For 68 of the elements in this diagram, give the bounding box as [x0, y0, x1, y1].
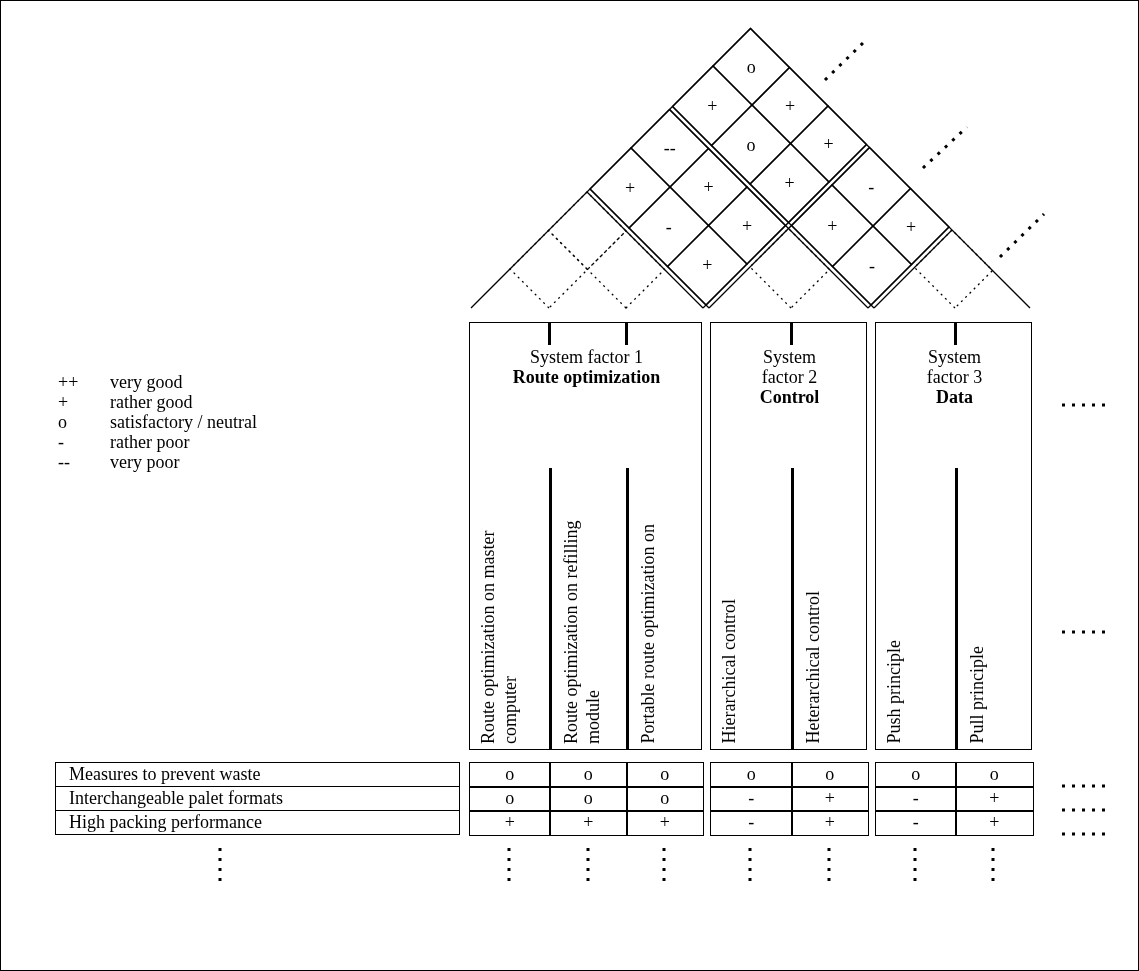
rating-cell: o	[549, 762, 628, 788]
correlation-symbol: o	[745, 133, 757, 157]
rating-cell: o	[469, 786, 551, 812]
rating-cell: +	[955, 786, 1034, 812]
requirement-row	[55, 810, 460, 835]
requirement-text: Measures to prevent waste	[69, 764, 261, 784]
correlation-symbol: -	[868, 254, 876, 278]
legend-text: rather poor	[110, 432, 190, 453]
rating-cell: -	[710, 786, 793, 812]
requirement-text: High packing performance	[69, 812, 262, 832]
legend-symbol: --	[58, 452, 70, 473]
rating-cell: +	[469, 810, 551, 836]
correlation-symbol: +	[783, 94, 797, 118]
correlation-symbol: --	[662, 137, 677, 161]
legend-text: very poor	[110, 452, 180, 473]
factor-column-box	[710, 322, 867, 750]
factor-number-text: System factor 3	[925, 347, 984, 387]
rating-cell: o	[875, 762, 957, 788]
correlation-symbol: +	[623, 177, 637, 200]
legend-text: rather good	[110, 392, 193, 413]
correlation-symbol: +	[706, 94, 719, 118]
legend-text: satisfactory / neutral	[110, 412, 257, 433]
rating-cell: o	[469, 762, 551, 788]
rating-cell: o	[549, 786, 628, 812]
legend-text: very good	[110, 372, 183, 393]
legend-symbol: +	[58, 392, 69, 413]
column-label: Portable route optimization on	[636, 524, 659, 744]
factor-number-text: System factor 2	[760, 347, 819, 387]
rating-cell: o	[791, 762, 869, 788]
factor-title: Route optimization	[511, 367, 662, 387]
correlation-symbol: +	[702, 176, 715, 199]
correlation-symbol: +	[740, 214, 754, 238]
rating-cell: -	[710, 810, 793, 836]
column-label: Hierarchical control	[717, 599, 740, 744]
rating-cell: -	[875, 786, 957, 812]
legend-symbol: ++	[58, 372, 79, 393]
legend-symbol: o	[58, 412, 67, 433]
rating-cell: +	[549, 810, 628, 836]
rating-cell: o	[710, 762, 793, 788]
rating-cell: o	[626, 762, 704, 788]
correlation-symbol: o	[745, 55, 757, 79]
correlation-symbol: +	[822, 133, 835, 156]
factor-column-box	[875, 322, 1032, 750]
column-label: Pull principle	[965, 646, 988, 744]
rating-cell: +	[955, 810, 1034, 836]
correlation-symbol: -	[664, 215, 673, 239]
factor-number-text: System factor 1	[529, 347, 644, 367]
requirement-row	[55, 762, 460, 787]
legend-symbol: -	[58, 432, 64, 453]
rating-cell: +	[626, 810, 704, 836]
correlation-symbol: +	[701, 254, 714, 278]
column-label: Route optimization on refilling module	[559, 519, 604, 744]
correlation-symbol: +	[826, 214, 839, 238]
correlation-symbol: +	[904, 215, 918, 239]
rating-cell: o	[626, 786, 704, 812]
factor-title: Data	[935, 387, 974, 407]
rating-cell: -	[875, 810, 957, 836]
rating-cell: o	[955, 762, 1034, 788]
column-label: Heterarchical control	[801, 591, 824, 744]
rating-cell: +	[791, 786, 869, 812]
correlation-symbol: -	[867, 175, 876, 199]
factor-title: Control	[758, 387, 821, 407]
column-label: Push principle	[882, 640, 905, 744]
requirement-text: Interchangeable palet formats	[69, 788, 283, 808]
requirement-row	[55, 786, 460, 811]
rating-cell: +	[791, 810, 869, 836]
factor-column-box	[469, 322, 702, 750]
correlation-symbol: +	[783, 172, 796, 195]
